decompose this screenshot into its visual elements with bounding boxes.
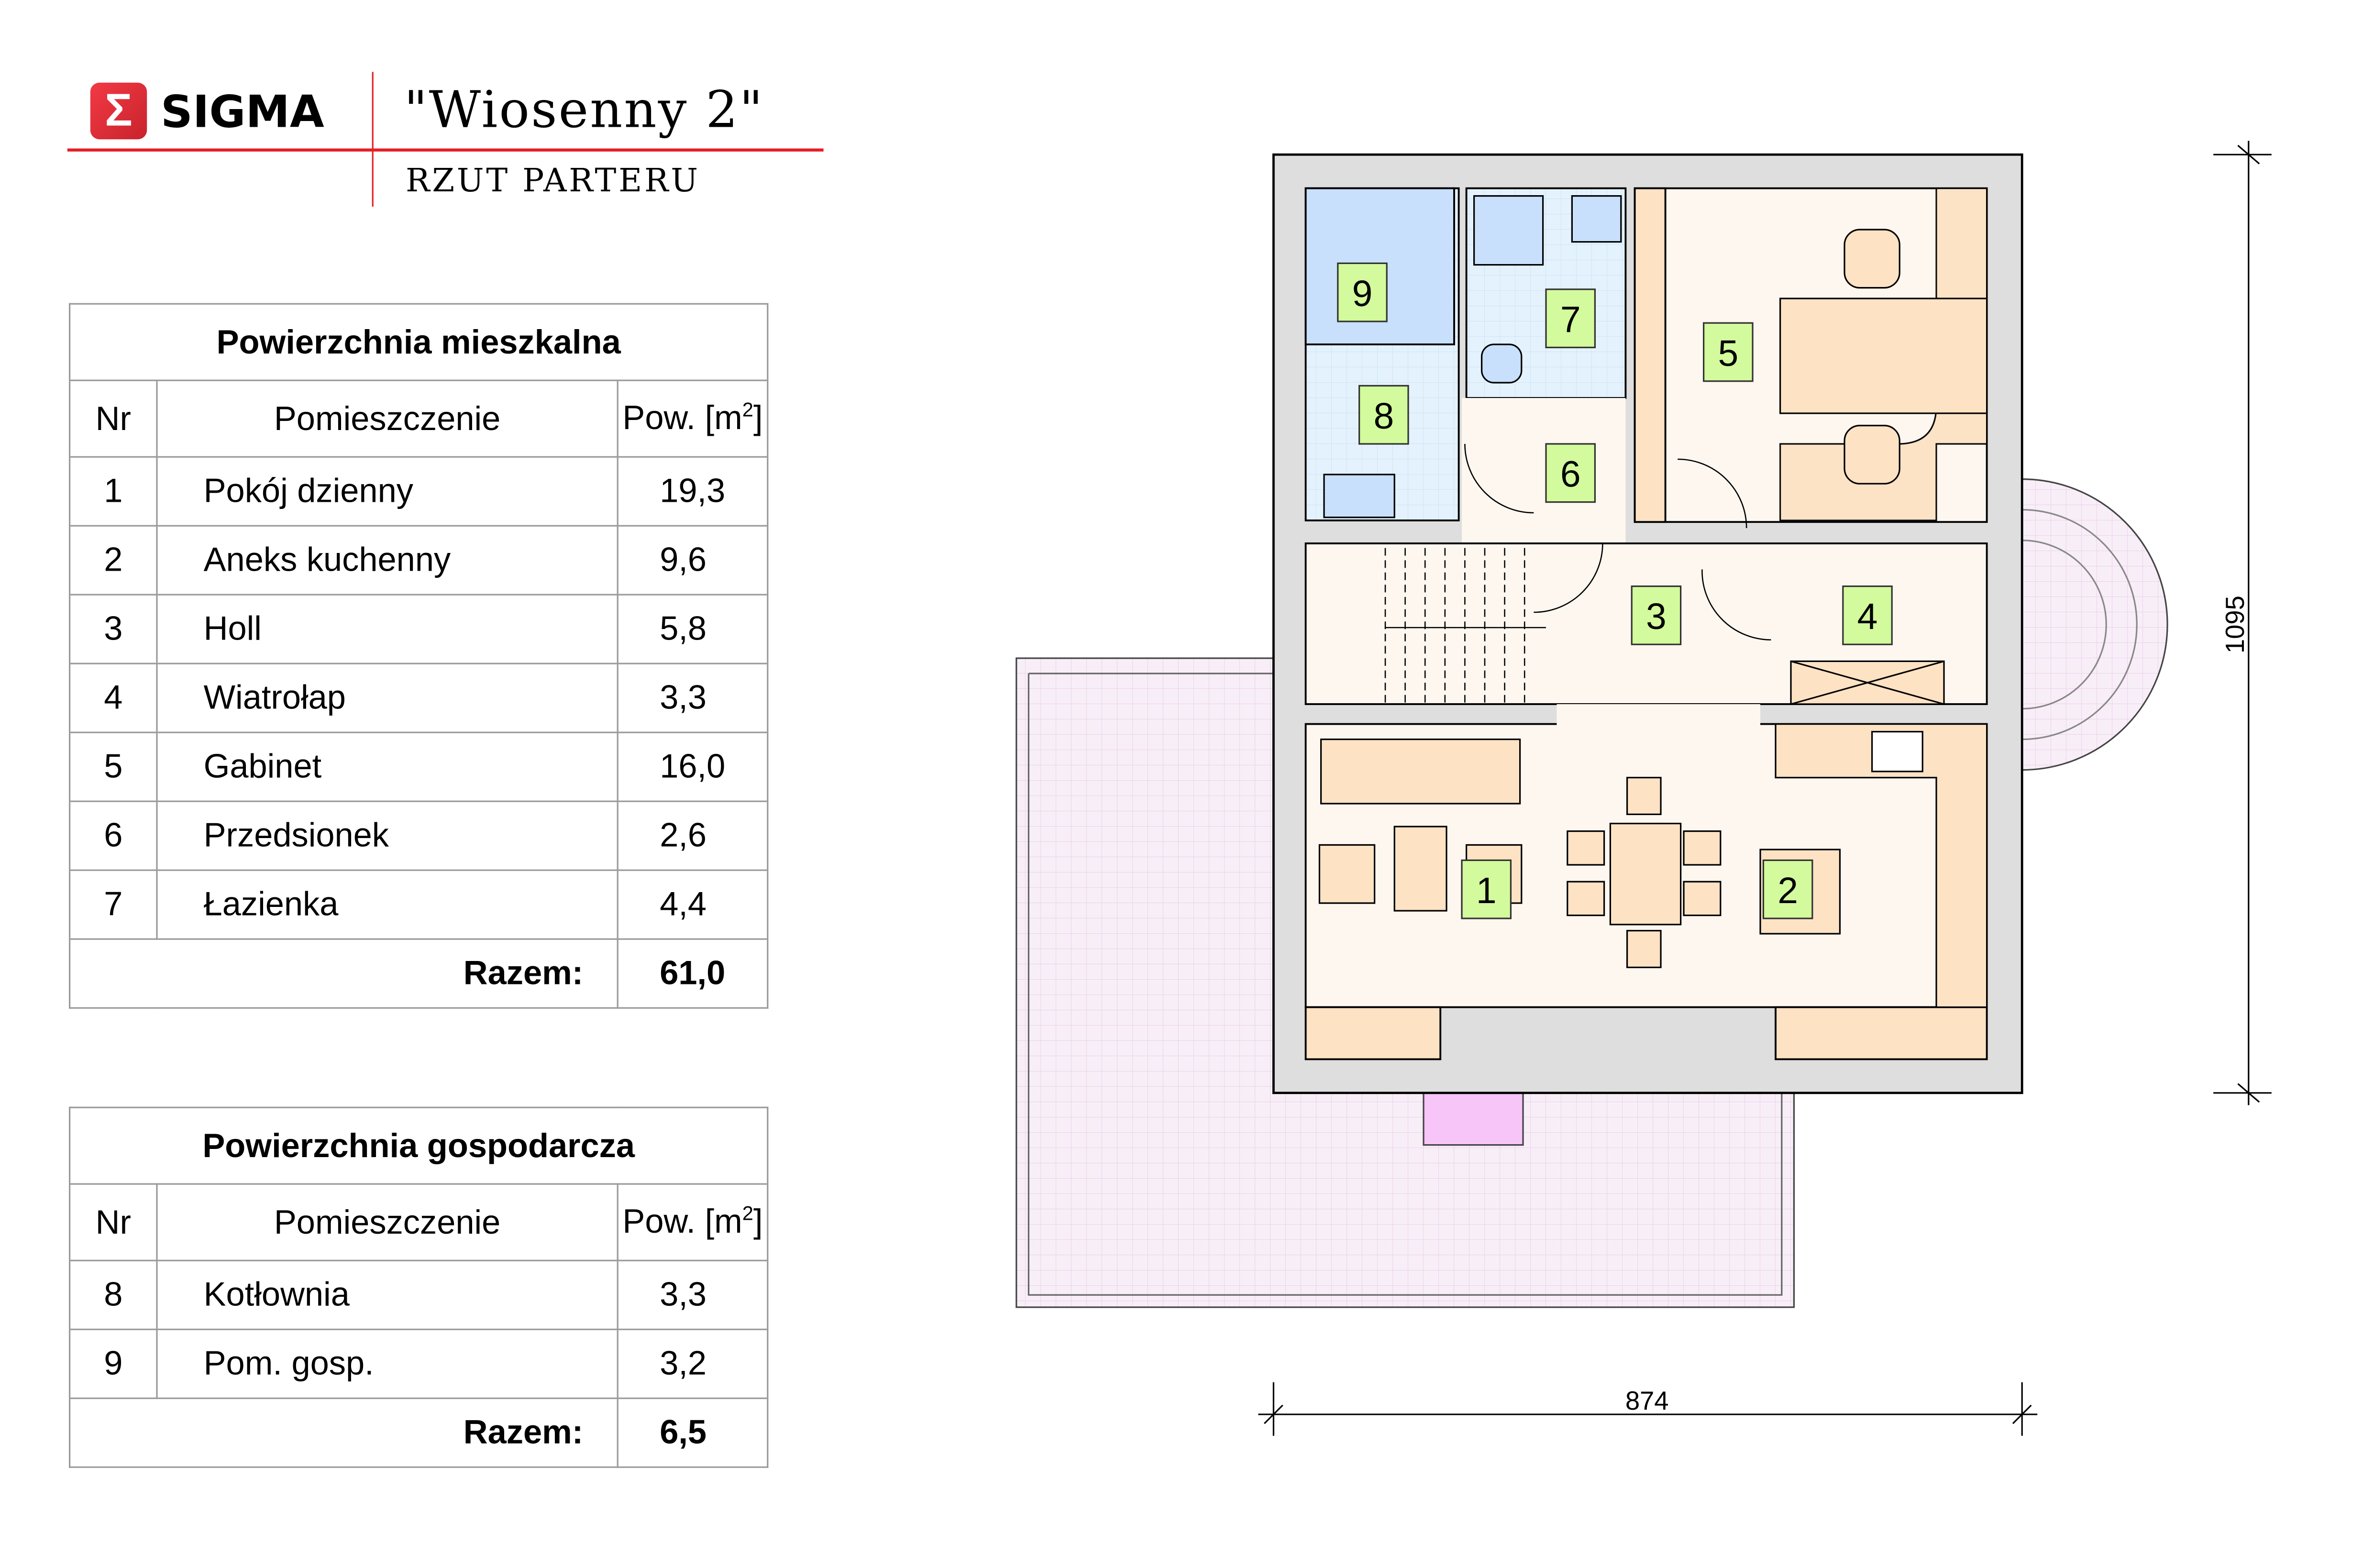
- room-area: 5,8: [617, 594, 769, 664]
- col-area: Pow. [m2]: [617, 379, 769, 458]
- room-labels: 1 2 3 4 5 6 7 8 9: [1337, 262, 1893, 919]
- room-area: 4,4: [617, 869, 769, 940]
- doors: [1464, 443, 1771, 640]
- room-label-box: [1762, 859, 1813, 919]
- header-divider-vertical: [372, 72, 374, 207]
- room-6: [1462, 398, 1626, 543]
- room-name: Gabinet: [156, 731, 618, 802]
- room-label-number: 2: [1778, 870, 1798, 911]
- living-area-table: Powierzchnia mieszkalna Nr Pomieszczenie…: [69, 303, 769, 1009]
- room-label-7: 7: [1545, 288, 1596, 349]
- dimension-height: 1095: [2213, 141, 2272, 1105]
- room-label-9: 9: [1337, 262, 1388, 322]
- room-label-box: [1545, 288, 1596, 349]
- utility-area-table: Powierzchnia gospodarcza Nr Pomieszczeni…: [69, 1106, 769, 1468]
- col-nr: Nr: [69, 1183, 158, 1261]
- room-name: Wiatrołap: [156, 663, 618, 733]
- room-number: 8: [69, 1259, 158, 1330]
- room-label-box: [1631, 585, 1682, 645]
- room-name: Pokój dzienny: [156, 456, 618, 527]
- room-number: 7: [69, 869, 158, 940]
- room-label-number: 3: [1646, 596, 1667, 637]
- room-label-6: 6: [1545, 443, 1596, 503]
- room-name: Przedsionek: [156, 800, 618, 871]
- sigma-logo-mark: Σ: [90, 82, 147, 140]
- table-title: Powierzchnia mieszkalna: [69, 303, 769, 381]
- room-label-number: 1: [1476, 870, 1497, 911]
- room-number: 4: [69, 663, 158, 733]
- room-number: 9: [69, 1328, 158, 1399]
- room-label-number: 8: [1373, 396, 1394, 437]
- total-label: Razem:: [69, 938, 618, 1009]
- room-label-5: 5: [1703, 322, 1754, 382]
- room-area: 3,2: [617, 1328, 769, 1399]
- room-name: Łazienka: [156, 869, 618, 940]
- col-room: Pomieszczenie: [156, 1183, 618, 1261]
- room-label-box: [1842, 585, 1893, 645]
- room-name: Pom. gosp.: [156, 1328, 618, 1399]
- room-label-2: 2: [1762, 859, 1813, 919]
- sigma-logo: Σ SIGMA: [90, 82, 324, 140]
- project-title: "Wiosenny 2": [404, 79, 764, 140]
- table-header: Nr Pomieszczenie Pow. [m2]: [69, 1183, 769, 1261]
- room-label-number: 4: [1857, 596, 1878, 637]
- dimension-height-label: 1095: [2220, 596, 2250, 653]
- room-label-box: [1545, 443, 1596, 503]
- col-area: Pow. [m2]: [617, 1183, 769, 1261]
- total-value: 61,0: [617, 938, 769, 1009]
- room-area: 3,3: [617, 663, 769, 733]
- table-title: Powierzchnia gospodarcza: [69, 1106, 769, 1185]
- stairs: [1384, 548, 1546, 705]
- table-total-row: Razem: 61,0: [69, 938, 769, 1009]
- room-label-3: 3: [1631, 585, 1682, 645]
- sigma-logo-text: SIGMA: [161, 85, 324, 137]
- room-area: 3,3: [617, 1259, 769, 1330]
- room-area: 2,6: [617, 800, 769, 871]
- room-name: Holl: [156, 594, 618, 664]
- table-total-row: Razem: 6,5: [69, 1397, 769, 1468]
- header-divider-horizontal: [67, 148, 824, 152]
- room-label-number: 6: [1560, 454, 1581, 495]
- furniture: [1318, 188, 1988, 1008]
- dimension-width: 874: [1258, 1382, 2038, 1436]
- room-label-4: 4: [1842, 585, 1893, 645]
- plan-subtitle: RZUT PARTERU: [406, 162, 700, 199]
- room-area: 19,3: [617, 456, 769, 527]
- room-label-number: 9: [1352, 273, 1373, 314]
- room-label-1: 1: [1461, 859, 1512, 919]
- col-room: Pomieszczenie: [156, 379, 618, 458]
- room-number: 1: [69, 456, 158, 527]
- room-label-number: 5: [1718, 333, 1738, 374]
- room-number: 2: [69, 525, 158, 596]
- room-label-box: [1358, 385, 1409, 445]
- room-label-8: 8: [1358, 385, 1409, 445]
- room-name: Kotłownia: [156, 1259, 618, 1330]
- room-number: 5: [69, 731, 158, 802]
- room-label-number: 7: [1560, 299, 1581, 340]
- room-area: 16,0: [617, 731, 769, 802]
- room-label-box: [1337, 262, 1388, 322]
- col-nr: Nr: [69, 379, 158, 458]
- total-value: 6,5: [617, 1397, 769, 1468]
- room-area: 9,6: [617, 525, 769, 596]
- dimension-width-label: 874: [1625, 1386, 1669, 1415]
- room-number: 6: [69, 800, 158, 871]
- room-name: Aneks kuchenny: [156, 525, 618, 596]
- room-number: 3: [69, 594, 158, 664]
- total-label: Razem:: [69, 1397, 618, 1468]
- room-label-box: [1703, 322, 1754, 382]
- table-header: Nr Pomieszczenie Pow. [m2]: [69, 379, 769, 458]
- room-label-box: [1461, 859, 1512, 919]
